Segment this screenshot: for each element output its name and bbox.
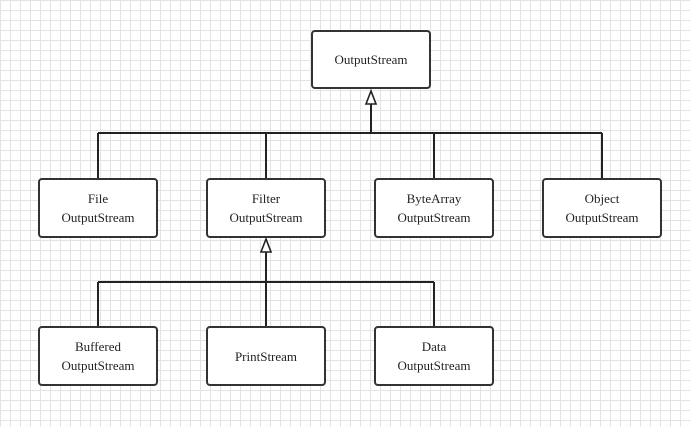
filter-outputstream-line2: OutputStream [229, 210, 303, 225]
bytearray-outputstream-line1: ByteArray [406, 191, 462, 206]
object-outputstream-line2: OutputStream [565, 210, 639, 225]
printstream-label: PrintStream [234, 348, 298, 364]
inheritance-arrowhead-root [364, 88, 378, 105]
file-outputstream-box: File OutputStream [38, 178, 158, 238]
object-outputstream-line1: Object [584, 191, 620, 206]
bytearray-outputstream-box: ByteArray OutputStream [374, 178, 494, 238]
file-outputstream-line2: OutputStream [61, 210, 135, 225]
filter-outputstream-line1: Filter [251, 191, 281, 206]
outputstream-box: OutputStream [311, 30, 431, 89]
printstream-box: PrintStream [206, 326, 326, 386]
buffered-outputstream-box: Buffered OutputStream [38, 326, 158, 386]
filter-outputstream-box: Filter OutputStream [206, 178, 326, 238]
data-outputstream-line2: OutputStream [397, 358, 471, 373]
data-outputstream-line1: Data [421, 339, 447, 354]
bytearray-outputstream-line2: OutputStream [397, 210, 471, 225]
file-outputstream-line1: File [87, 191, 109, 206]
outputstream-label: OutputStream [334, 52, 408, 67]
data-outputstream-box: Data OutputStream [374, 326, 494, 386]
buffered-outputstream-line2: OutputStream [61, 358, 135, 373]
object-outputstream-box: Object OutputStream [542, 178, 662, 238]
inheritance-arrowhead-filter [259, 236, 273, 253]
buffered-outputstream-line1: Buffered [75, 339, 121, 354]
